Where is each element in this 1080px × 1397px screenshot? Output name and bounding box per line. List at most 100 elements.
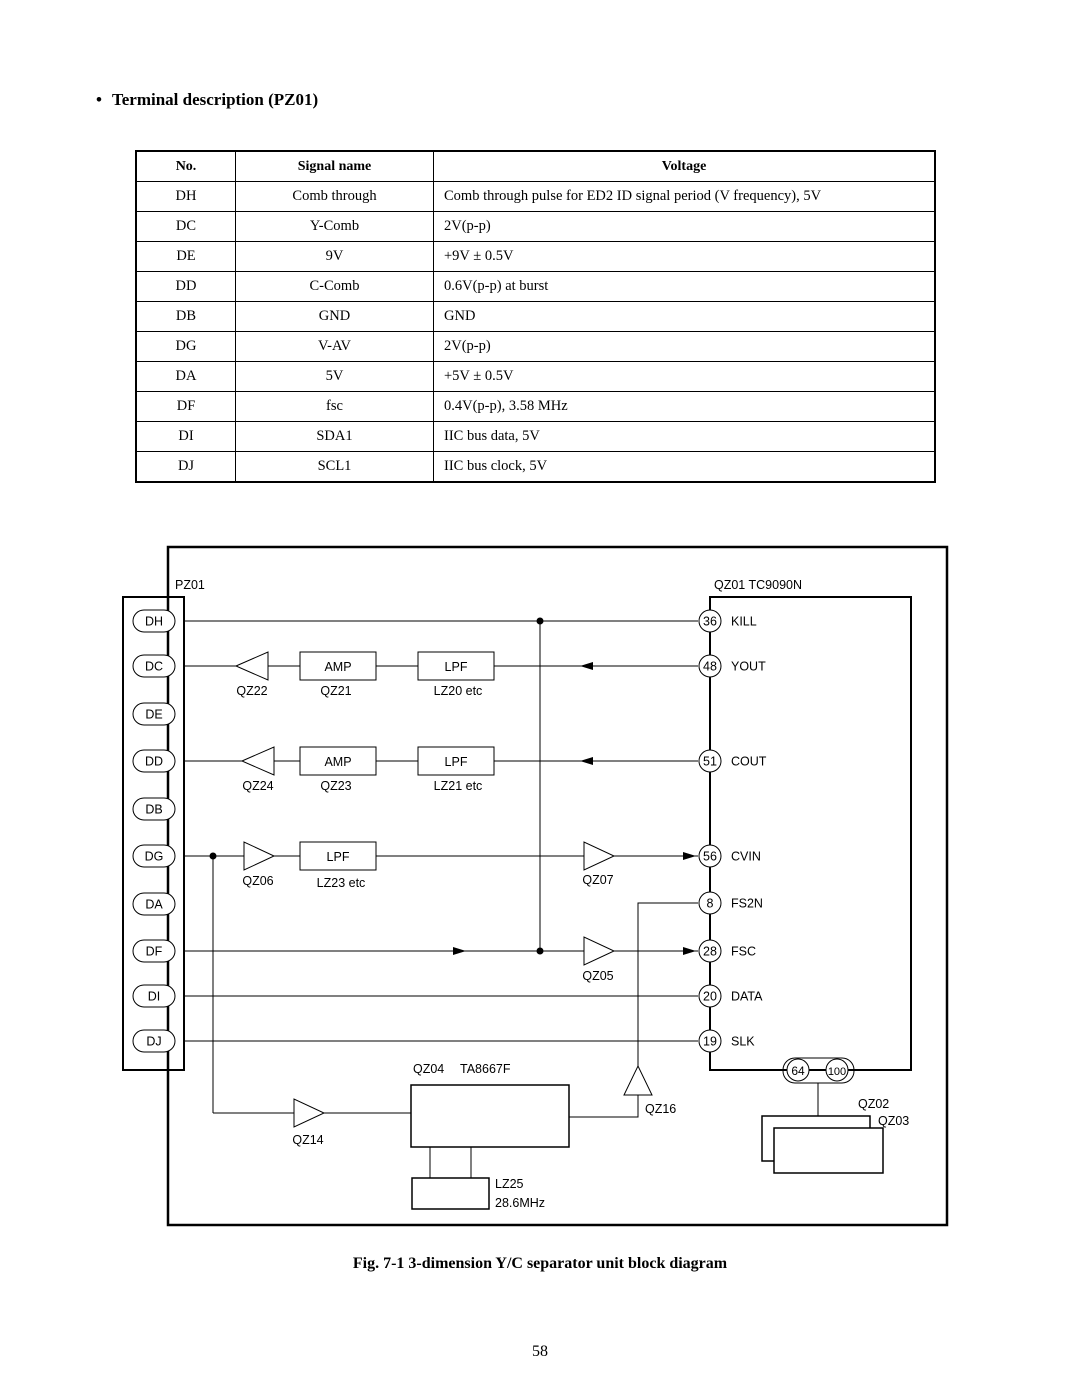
ic-bottom-pin-100: 100: [828, 1066, 846, 1078]
label-qz02: QZ02: [858, 1097, 889, 1111]
ic-pin-name: CVIN: [731, 850, 761, 864]
ic-pin-19: [698, 1029, 722, 1053]
line-fs2n: [637, 902, 698, 1066]
ic-pin-number: 51: [703, 755, 717, 769]
cell-voltage: IIC bus data, 5V: [433, 421, 936, 452]
diagram-frame: [166, 545, 949, 1227]
arrow-cout: [580, 757, 593, 765]
connector-pin-label: DI: [148, 990, 161, 1004]
connector-pin-label: DH: [145, 615, 163, 629]
buffer-qz06: [243, 841, 276, 871]
label-qz06: QZ06: [242, 874, 273, 888]
ic-pin-name: KILL: [731, 615, 757, 629]
buffer-qz16: [623, 1064, 653, 1096]
cell-no: DE: [135, 241, 236, 272]
arrow-cvin: [683, 852, 696, 860]
label-qz23: QZ23: [320, 779, 351, 793]
label-lz21: LZ21 etc: [434, 779, 483, 793]
label-qz07: QZ07: [582, 873, 613, 887]
ic-pin-number: 19: [703, 1035, 717, 1049]
label-qz22: QZ22: [236, 684, 267, 698]
connector-pin-db: [132, 797, 176, 821]
cell-signal: V-AV: [235, 331, 434, 362]
connector-pin-de: [132, 702, 176, 726]
arrow-df: [453, 947, 466, 955]
ic-pin-number: 20: [703, 990, 717, 1004]
cell-voltage: 0.4V(p-p), 3.58 MHz: [433, 391, 936, 422]
ic-pin-name: SLK: [731, 1035, 755, 1049]
label-qz24: QZ24: [242, 779, 273, 793]
ic-pin-8: [698, 891, 722, 915]
ic-pin-48: [698, 654, 722, 678]
block-label-lpf: LPF: [445, 755, 468, 769]
connector-pin-dd: [132, 749, 176, 773]
arrow-yout: [580, 662, 593, 670]
cell-signal: 5V: [235, 361, 434, 392]
connector-pin-dh: [132, 609, 176, 633]
ic-bottom-pin-64: 64: [791, 1064, 805, 1078]
connector-body: [122, 596, 185, 1071]
cell-no: DB: [135, 301, 236, 332]
block-label-amp: AMP: [324, 755, 351, 769]
ic-pin-number: 36: [703, 615, 717, 629]
label-qz14: QZ14: [292, 1133, 323, 1147]
ic-pin-name: FS2N: [731, 897, 763, 911]
ic-pin-name: FSC: [731, 945, 756, 959]
connector-pin-dj: [132, 1029, 176, 1053]
ic-pin-28: [698, 939, 722, 963]
connector-pin-label: DA: [145, 898, 163, 912]
ic-pin-number: 48: [703, 660, 717, 674]
block-lpf-lz21: [417, 746, 495, 776]
block-qz03: [773, 1127, 884, 1174]
connector-pin-di: [132, 984, 176, 1008]
label-ta8667f: TA8667F: [460, 1062, 511, 1076]
block-label-lpf: LPF: [445, 660, 468, 674]
label-freq: 28.6MHz: [495, 1196, 545, 1210]
ic-pin-name: YOUT: [731, 660, 766, 674]
cell-no: DJ: [135, 451, 236, 483]
cell-no: DA: [135, 361, 236, 392]
ic-pin-circle: [786, 1058, 810, 1082]
junction-dot: [209, 852, 217, 860]
ic-pin-circle: [825, 1058, 849, 1082]
label-qz05: QZ05: [582, 969, 613, 983]
ic-bottom-pins-housing: [782, 1057, 855, 1084]
block-lpf-lz23: [299, 841, 377, 871]
buffer-qz14: [293, 1098, 326, 1128]
page-number: 58: [532, 1343, 548, 1360]
buffer-qz05: [583, 936, 616, 966]
connector-pin-dg: [132, 844, 176, 868]
cell-voltage: 2V(p-p): [433, 331, 936, 362]
label-lz25: LZ25: [495, 1177, 524, 1191]
connector-pin-da: [132, 892, 176, 916]
connector-pin-label: DE: [145, 708, 162, 722]
ic-pin-20: [698, 984, 722, 1008]
figure-caption: Fig. 7-1 3-dimension Y/C separator unit …: [352, 1255, 728, 1272]
ic-pin-number: 56: [703, 850, 717, 864]
bullet: •: [96, 90, 102, 109]
connector-pin-label: DJ: [146, 1035, 161, 1049]
heading-text: Terminal description (PZ01): [111, 90, 319, 109]
connector-pin-df: [132, 939, 176, 963]
block-qz04: [410, 1084, 570, 1148]
connector-pin-dc: [132, 654, 176, 678]
label-qz16: QZ16: [645, 1102, 676, 1116]
cell-no: DI: [135, 421, 236, 452]
cell-signal: Comb through: [235, 181, 434, 212]
section-heading: • Terminal description (PZ01): [96, 90, 318, 110]
cell-no: DC: [135, 211, 236, 242]
connector-pin-label: DB: [145, 803, 162, 817]
label-qz04: QZ04: [413, 1062, 444, 1076]
cell-signal: Y-Comb: [235, 211, 434, 242]
connector-pin-label: DD: [145, 755, 163, 769]
cell-voltage: Comb through pulse for ED2 ID signal per…: [433, 181, 936, 212]
